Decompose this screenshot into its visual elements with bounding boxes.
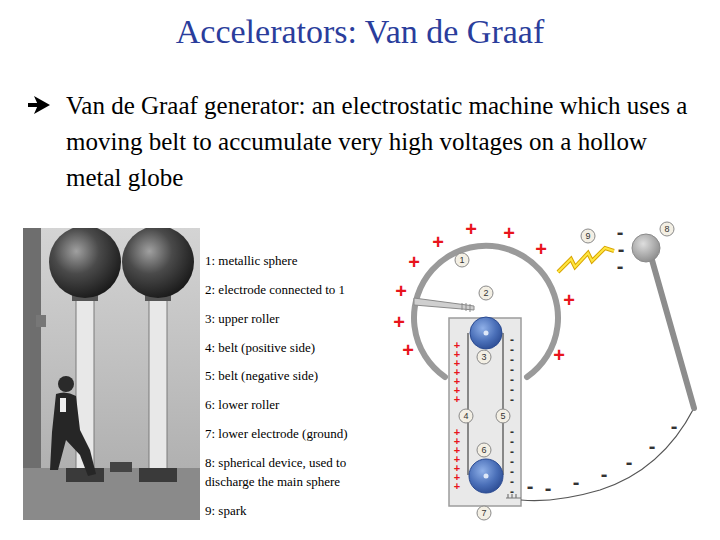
- callout-number: 4: [463, 412, 468, 421]
- callout-circles: [455, 222, 674, 520]
- upper-roller: [470, 317, 502, 349]
- charge-sign: -: [510, 394, 514, 406]
- charge-sign: +: [503, 223, 515, 243]
- callout-number: 2: [483, 289, 488, 298]
- charge-sign: -: [527, 476, 534, 496]
- callout-number: 7: [481, 509, 486, 518]
- insulating-column: [449, 318, 521, 506]
- charge-sign: +: [395, 281, 407, 301]
- belt: [502, 333, 504, 475]
- part-key: 4: belt (positive side): [205, 338, 377, 357]
- part-key: 9: spark: [205, 501, 377, 520]
- charge-sign: +: [393, 312, 405, 332]
- callout-number: 1: [459, 256, 464, 265]
- charge-sign: -: [573, 472, 580, 492]
- callout-number: 9: [585, 232, 590, 241]
- part-key: 2: electrode connected to 1: [205, 280, 377, 299]
- charge-sign: +: [535, 239, 547, 259]
- charge-sign: -: [617, 256, 624, 276]
- metal-sphere: [414, 246, 558, 377]
- part-key: 5: belt (negative side): [205, 366, 377, 385]
- part-key: 6: lower roller: [205, 395, 377, 414]
- charge-sign: +: [432, 232, 444, 252]
- charge-sign: +: [454, 481, 460, 492]
- discharge-sphere: [632, 234, 660, 262]
- slide-title: Accelerators: Van de Graaf: [0, 12, 720, 52]
- charge-sign: -: [626, 452, 633, 472]
- discharge-rod: [652, 260, 694, 408]
- callout-number: 8: [664, 225, 669, 234]
- charge-sign: -: [510, 486, 514, 498]
- charge-sign: +: [454, 394, 460, 405]
- charge-sign: -: [545, 478, 552, 498]
- charge-sign: +: [408, 252, 420, 272]
- charge-sign: -: [601, 464, 608, 484]
- charge-sign: +: [563, 290, 575, 310]
- callout-number: 6: [481, 446, 486, 455]
- photo: [23, 228, 200, 520]
- upper-electrode: [414, 298, 474, 310]
- charge-sign: -: [671, 416, 678, 436]
- charge-sign: +: [465, 219, 477, 239]
- part-key: 1: metallic sphere: [205, 251, 377, 270]
- lower-roller: [469, 459, 503, 493]
- spark: [558, 248, 614, 272]
- belt: [467, 333, 469, 475]
- callout-number: 3: [481, 353, 486, 362]
- bullet-text: Van de Graaf generator: an electrostatic…: [66, 88, 706, 196]
- part-key: 8: spherical device, used to discharge t…: [205, 453, 377, 491]
- charge-sign: +: [402, 340, 414, 360]
- callout-number: 5: [500, 412, 505, 421]
- part-key: 7: lower electrode (ground): [205, 424, 377, 443]
- bullet-arrow: [28, 96, 50, 114]
- ground-wire: [521, 408, 694, 501]
- charge-sign: -: [649, 436, 656, 456]
- part-key: 3: upper roller: [205, 309, 377, 328]
- charge-sign: +: [553, 345, 565, 365]
